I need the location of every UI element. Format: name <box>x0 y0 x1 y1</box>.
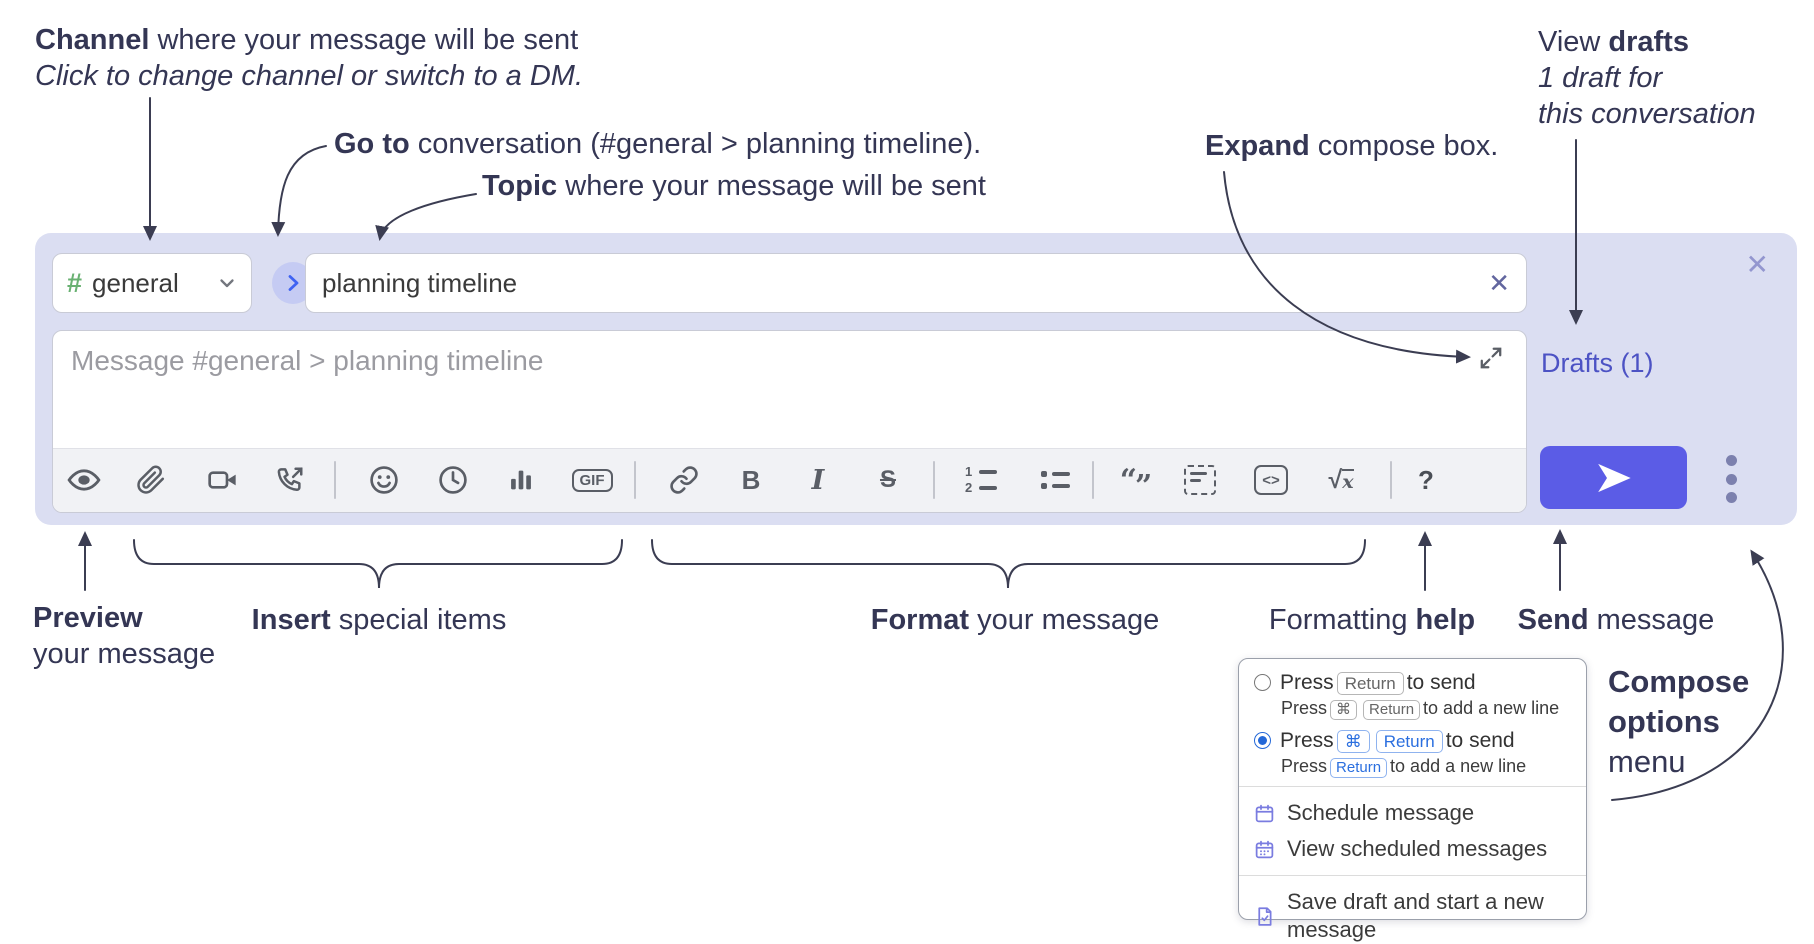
format-annotation: Format your message <box>870 604 1160 636</box>
goto-annotation: Go to conversation (#general > planning … <box>334 128 982 160</box>
spoiler-icon[interactable] <box>1178 458 1222 502</box>
code-icon[interactable]: <> <box>1249 458 1293 502</box>
calendar-grid-icon <box>1254 839 1275 860</box>
formatting-help-annotation: Formatting help <box>1268 604 1476 636</box>
send-annotation: Send message <box>1517 604 1715 636</box>
expand-annotation: Expand compose box. <box>1205 130 1499 162</box>
toolbar-divider <box>1390 461 1392 499</box>
drafts-link[interactable]: Drafts (1) <box>1541 348 1654 378</box>
close-compose-icon[interactable]: ✕ <box>1745 249 1769 280</box>
calendar-icon <box>1254 803 1275 824</box>
popup-divider <box>1239 786 1586 787</box>
send-button[interactable] <box>1540 446 1687 509</box>
message-formatting-help-icon[interactable]: ? <box>1418 464 1434 495</box>
drafts-annotation: View drafts 1 draft for this conversatio… <box>1538 26 1756 130</box>
insert-annotation: Insert special items <box>251 604 507 636</box>
attach-file-icon[interactable] <box>129 458 173 502</box>
clear-topic-icon[interactable]: ✕ <box>1488 268 1510 298</box>
poll-icon[interactable] <box>499 458 543 502</box>
channel-annotation: Channel where your message will be sent … <box>35 24 584 92</box>
compose-options-menu-button[interactable] <box>1713 455 1749 503</box>
expand-compose-icon[interactable] <box>1478 345 1504 371</box>
radio-unselected-icon[interactable] <box>1254 674 1271 691</box>
voice-call-icon[interactable] <box>268 458 312 502</box>
global-time-icon[interactable] <box>431 458 475 502</box>
numbered-list-icon[interactable]: 1 2 <box>959 458 1003 502</box>
topic-value: planning timeline <box>322 267 518 298</box>
channel-hash-icon: # <box>67 267 83 298</box>
math-icon[interactable]: √x <box>1328 465 1354 494</box>
channel-name: general <box>92 267 179 298</box>
channel-selector[interactable]: # general <box>52 253 252 313</box>
bold-icon[interactable]: B <box>741 464 761 495</box>
toolbar-divider <box>1092 461 1094 499</box>
document-check-icon <box>1254 906 1275 927</box>
radio-selected-icon[interactable] <box>1254 732 1271 749</box>
message-input-area[interactable]: Message #general > planning timeline <box>52 330 1527 513</box>
view-scheduled-messages-item[interactable]: View scheduled messages <box>1254 831 1571 867</box>
link-icon[interactable] <box>662 458 706 502</box>
bulleted-list-icon[interactable] <box>1033 458 1077 502</box>
preview-icon[interactable] <box>62 458 106 502</box>
quote-icon[interactable]: “” <box>1119 462 1153 504</box>
save-draft-item[interactable]: Save draft and start a new message <box>1254 884 1571 944</box>
strikethrough-icon[interactable]: S <box>879 466 896 493</box>
compose-toolbar: GIF B I S 1 2 <box>53 448 1526 512</box>
gif-icon[interactable]: GIF <box>564 458 620 502</box>
compose-box: # general planning timeline ✕ ✕ Message … <box>35 233 1797 525</box>
topic-input[interactable]: planning timeline ✕ <box>305 253 1527 313</box>
video-call-icon[interactable] <box>201 458 245 502</box>
compose-options-annotation: Compose options menu <box>1608 664 1750 779</box>
toolbar-divider <box>634 461 636 499</box>
toolbar-divider <box>933 461 935 499</box>
popup-divider <box>1239 875 1586 876</box>
emoji-icon[interactable] <box>362 458 406 502</box>
message-placeholder: Message #general > planning timeline <box>71 345 544 376</box>
italic-icon[interactable]: I <box>811 464 825 496</box>
chevron-right-icon <box>282 272 304 294</box>
toolbar-divider <box>334 461 336 499</box>
topic-annotation: Topic where your message will be sent <box>482 170 986 202</box>
schedule-message-item[interactable]: Schedule message <box>1254 795 1571 831</box>
send-icon <box>1594 458 1634 498</box>
preview-annotation: Preview your message <box>33 602 216 670</box>
chevron-down-icon <box>217 273 237 293</box>
